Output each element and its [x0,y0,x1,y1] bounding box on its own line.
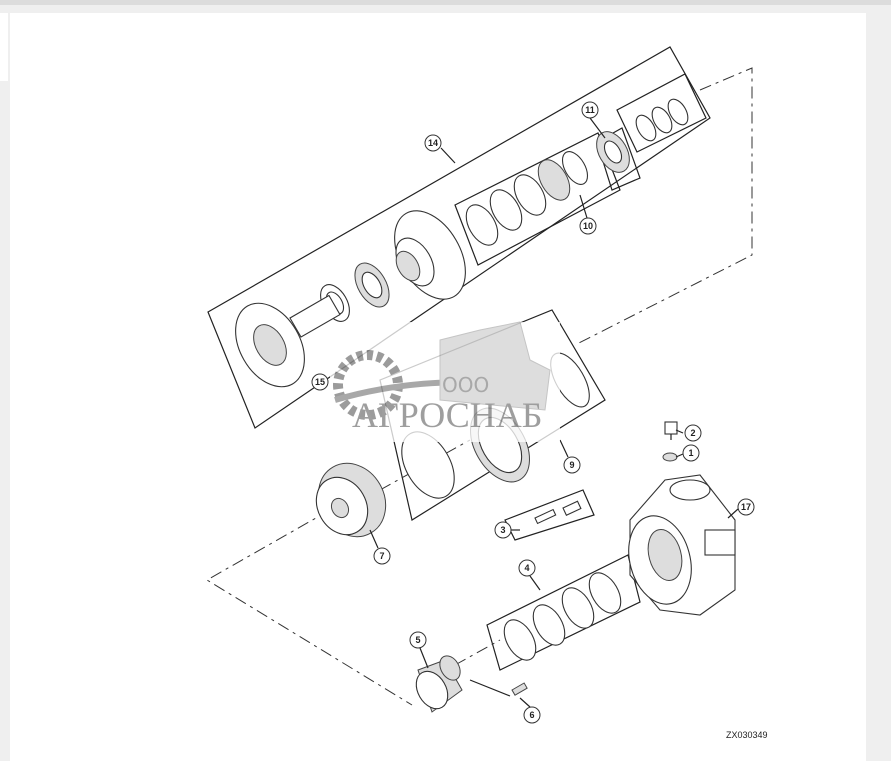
centerline-bottom [454,639,501,666]
callout-7: 7 [373,547,391,565]
callout-14: 14 [424,134,442,152]
svg-text:6: 6 [529,710,534,720]
washer-1 [662,452,678,462]
svg-text:10: 10 [583,221,593,231]
left-strip [0,13,8,81]
figure-code: ZX030349 [726,730,768,740]
centerline-upper [574,67,753,346]
svg-text:4: 4 [524,563,529,573]
callout-4: 4 [518,559,536,577]
group-box-3 [504,489,595,541]
callout-15: 15 [311,373,329,391]
seal-rings [635,98,689,142]
centerline-lower [206,509,413,706]
leader-lines [369,117,739,708]
watermark-prefix: ООО [442,373,489,397]
friction-discs-10 [465,151,589,246]
planet-carrier-7 [315,462,387,538]
svg-text:11: 11 [585,105,595,115]
svg-text:9: 9 [569,460,574,470]
callout-11: 11 [581,101,599,119]
group-box-11 [596,127,641,191]
callout-6: 6 [523,706,541,724]
top-bar [0,0,891,5]
sun-gear-5 [415,655,463,713]
bearing-11 [596,131,630,173]
svg-text:17: 17 [741,502,751,512]
spring-6 [469,679,528,697]
piston-hub [394,210,466,300]
callout-2: 2 [684,424,702,442]
rings-4 [503,572,622,661]
group-box-rings [616,73,707,153]
housing-17 [628,474,736,616]
watermark-name: АГРОСНАБ [352,395,542,435]
callout-5: 5 [409,631,427,649]
pins-3 [534,500,582,525]
agrosnab-watermark-logo: ООО АГРОСНАБ [330,321,560,442]
callout-3: 3 [494,521,512,539]
bolt-2 [664,421,678,440]
svg-text:7: 7 [379,551,384,561]
svg-text:1: 1 [688,448,693,458]
callout-9: 9 [563,456,581,474]
svg-text:5: 5 [415,635,420,645]
svg-text:2: 2 [690,428,695,438]
group-box-14 [207,46,711,429]
svg-text:3: 3 [500,525,505,535]
flange-shaft-15 [235,294,341,388]
group-box-10 [454,132,621,266]
callout-1: 1 [682,444,700,462]
svg-text:14: 14 [428,138,438,148]
callout-17: 17 [737,498,755,516]
group-box-4 [486,554,641,671]
callout-10: 10 [579,217,597,235]
svg-text:15: 15 [315,377,325,387]
